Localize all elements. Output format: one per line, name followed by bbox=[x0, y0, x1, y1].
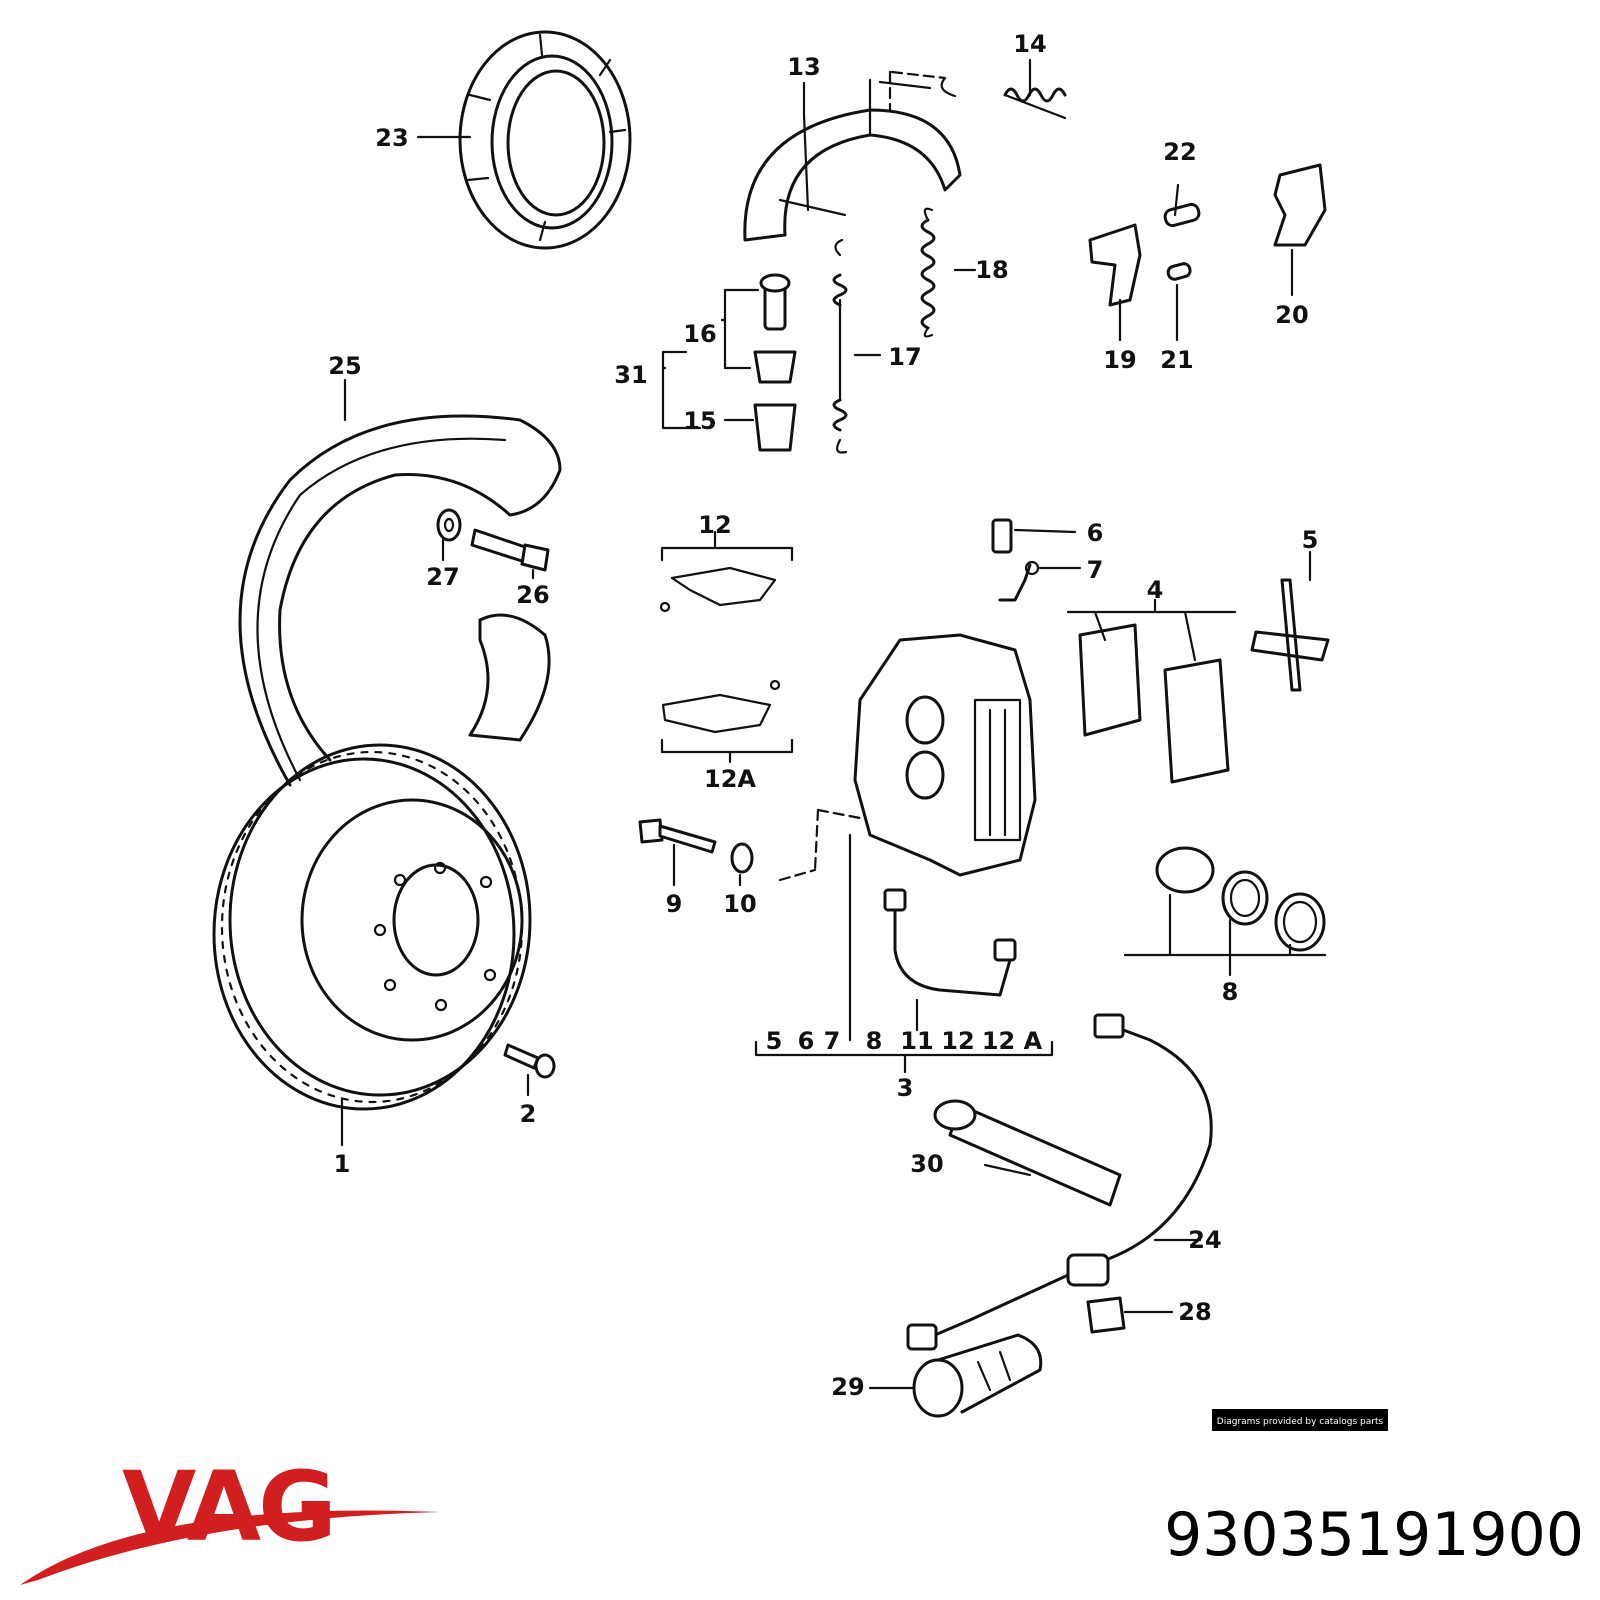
callout-25: 25 bbox=[328, 352, 361, 380]
callout-18: 18 bbox=[975, 256, 1008, 284]
part-19-lever bbox=[1088, 223, 1142, 307]
callout-19: 19 bbox=[1103, 346, 1136, 374]
callout-10: 10 bbox=[723, 890, 756, 918]
part-6-bleeder bbox=[991, 518, 1013, 554]
part-15-pin bbox=[753, 403, 797, 452]
vag-logo: VAG bbox=[20, 1451, 440, 1585]
callout-14: 14 bbox=[1013, 30, 1046, 58]
part-3-caliper bbox=[853, 633, 1037, 877]
callout-21: 21 bbox=[1160, 346, 1193, 374]
callout-3: 3 bbox=[897, 1074, 914, 1102]
kit-contents-row: 5 6 7 8 11 12 12 A bbox=[766, 1027, 1043, 1055]
callout-12a: 12A bbox=[704, 765, 756, 793]
part-4-brake-pads bbox=[1078, 623, 1230, 784]
callout-12: 12 bbox=[698, 511, 731, 539]
callout-6: 6 bbox=[1087, 519, 1104, 547]
callout-30: 30 bbox=[910, 1150, 943, 1178]
part-27-washer bbox=[436, 508, 462, 542]
part-14-spring bbox=[940, 76, 1067, 120]
part-1-brake-disc bbox=[212, 743, 532, 1111]
kit-item: 8 bbox=[866, 1027, 883, 1055]
callout-1: 1 bbox=[334, 1150, 351, 1178]
part-20-bracket bbox=[1273, 163, 1327, 247]
callout-31: 31 bbox=[614, 361, 647, 389]
part-7-pipe bbox=[998, 560, 1040, 602]
part-26-bolt bbox=[470, 528, 550, 572]
kit-item: 7 bbox=[824, 1027, 841, 1055]
leader-lines bbox=[340, 58, 1327, 1390]
callout-26: 26 bbox=[516, 581, 549, 609]
callout-28: 28 bbox=[1178, 1298, 1211, 1326]
part-24-wear-sensor bbox=[906, 1013, 1213, 1351]
part-21-pin bbox=[1166, 262, 1192, 281]
brand-name: VAG bbox=[122, 1451, 334, 1563]
part-28-clip bbox=[1086, 1296, 1126, 1334]
callout-17: 17 bbox=[888, 343, 921, 371]
part-9-bolt bbox=[638, 818, 717, 854]
part-13-brake-shoe bbox=[743, 78, 962, 242]
callout-7: 7 bbox=[1087, 556, 1104, 584]
part-30-grease-tube bbox=[933, 1099, 1122, 1207]
callout-13: 13 bbox=[787, 53, 820, 81]
credit-text: Diagrams provided by catalogs parts bbox=[1217, 1417, 1384, 1427]
kit-item: 12 bbox=[941, 1027, 974, 1055]
part-16-pin bbox=[753, 273, 797, 384]
kit-item: 11 bbox=[900, 1027, 933, 1055]
callout-20: 20 bbox=[1275, 301, 1308, 329]
callout-9: 9 bbox=[666, 890, 683, 918]
kit-item: 6 bbox=[798, 1027, 815, 1055]
callout-4: 4 bbox=[1147, 576, 1164, 604]
part-10-washer bbox=[730, 842, 754, 874]
part-12a-clip bbox=[661, 679, 781, 734]
part-2-screw bbox=[503, 1043, 556, 1079]
part-18-spring bbox=[920, 207, 936, 338]
callout-2: 2 bbox=[520, 1100, 537, 1128]
callout-27: 27 bbox=[426, 563, 459, 591]
part-22-adjuster bbox=[1163, 202, 1201, 228]
callout-15: 15 bbox=[683, 407, 716, 435]
part-number: 93035191900 bbox=[1164, 1500, 1584, 1570]
part-17-spring bbox=[832, 238, 848, 454]
part-5-spring-plate bbox=[1250, 578, 1330, 692]
diagram-credit: Diagrams provided by catalogs parts bbox=[1212, 1409, 1388, 1431]
callout-23: 23 bbox=[375, 124, 408, 152]
part-11-brake-line bbox=[883, 888, 1017, 997]
kit-item: 12 A bbox=[982, 1027, 1043, 1055]
part-29-sleeve bbox=[912, 1333, 1043, 1418]
kit-item: 5 bbox=[766, 1027, 783, 1055]
part-23-backing-plate bbox=[458, 30, 632, 250]
part-25-dust-shield bbox=[238, 414, 562, 787]
part-8-piston-seals bbox=[1155, 846, 1326, 952]
callout-16: 16 bbox=[683, 320, 716, 348]
callout-22: 22 bbox=[1163, 138, 1196, 166]
part-12-clip bbox=[659, 566, 777, 613]
callout-8: 8 bbox=[1222, 978, 1239, 1006]
callout-29: 29 bbox=[831, 1373, 864, 1401]
callout-5: 5 bbox=[1302, 526, 1319, 554]
callout-labels: 1 2 3 4 5 6 7 8 9 10 12 12A 13 14 15 16 … bbox=[328, 30, 1318, 1401]
callout-24: 24 bbox=[1188, 1226, 1221, 1254]
